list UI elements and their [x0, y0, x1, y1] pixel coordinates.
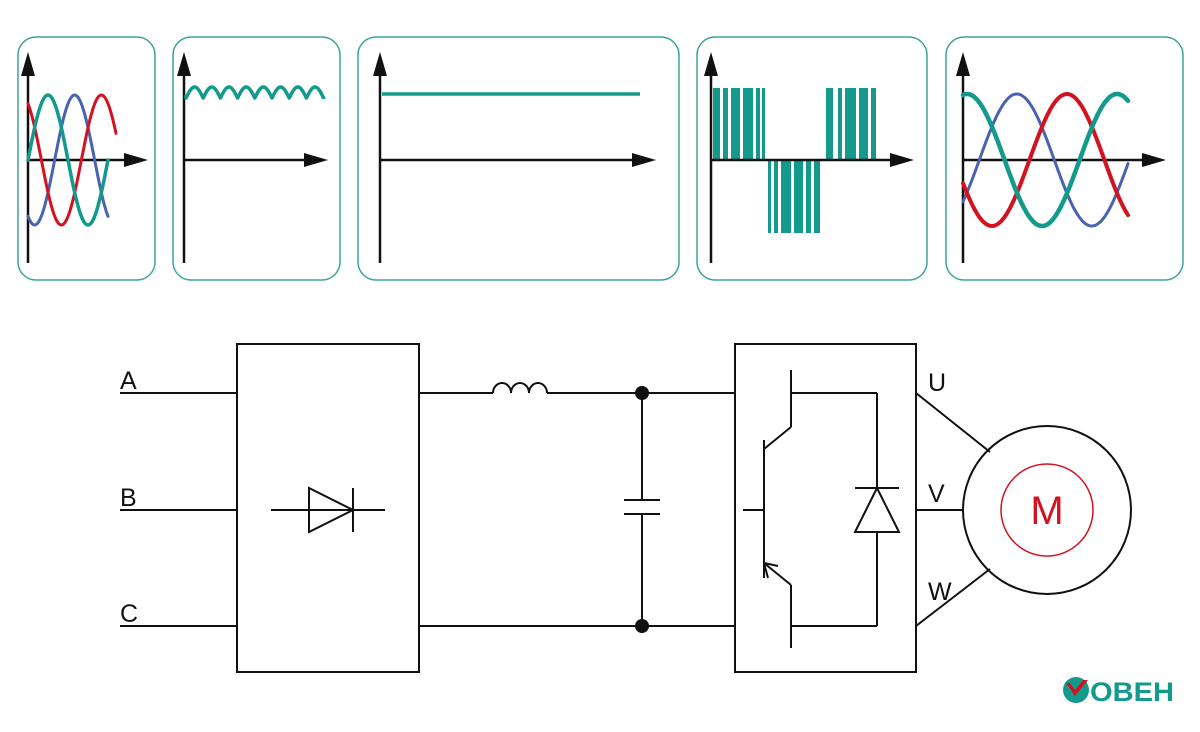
- output-wave-blue: [961, 92, 1130, 228]
- pwm-pulse-bar: [826, 88, 833, 160]
- pwm-pulse-bar: [806, 160, 811, 233]
- panel-dc-link: [357, 36, 680, 281]
- panel-frame: [945, 36, 1184, 281]
- input-label-c: C: [120, 600, 138, 628]
- motor-housing: [962, 425, 1132, 595]
- motor-label: M: [1030, 489, 1063, 533]
- panel-three-phase-output: [945, 36, 1184, 281]
- oven-logo: ОВЕН: [1063, 677, 1174, 707]
- panel-frame: [172, 36, 341, 281]
- x-axis-arrow: [304, 153, 328, 167]
- rectifier-frame: [236, 343, 420, 673]
- x-axis-arrow: [1142, 153, 1166, 167]
- input-label-b: B: [120, 484, 137, 512]
- y-axis-arrow: [177, 52, 191, 76]
- inverter-frame: [734, 343, 917, 673]
- motor-rotor-circle: [1000, 463, 1094, 557]
- ripple-wave: [184, 85, 326, 100]
- pwm-pulse-bar: [871, 88, 876, 160]
- output-wave-red: [961, 91, 1130, 229]
- pwm-pulse-bar: [713, 88, 720, 160]
- pwm-pulse-bar: [781, 160, 791, 233]
- igbt-collector-diag: [763, 426, 792, 450]
- output-line-w: [915, 568, 991, 627]
- igbt-emitter-arrow: [762, 561, 779, 579]
- freewheel-diode-symbol: [853, 485, 901, 533]
- pwm-pulse-bar: [838, 88, 842, 160]
- output-label-v: V: [928, 480, 945, 508]
- pwm-pulse-bar: [756, 88, 760, 160]
- pwm-pulse-bar: [859, 88, 868, 160]
- panel-frame: [357, 36, 680, 281]
- circuit-schematic: [120, 343, 1132, 673]
- pwm-pulse-bar: [794, 160, 803, 233]
- panel-frame: [696, 36, 928, 281]
- motor: [962, 425, 1132, 595]
- pwm-pulse-bar: [762, 88, 765, 160]
- pwm-pulse-bar: [774, 160, 778, 233]
- pwm-pulse-bars: [713, 88, 876, 233]
- x-axis-arrow: [632, 153, 656, 167]
- junction-dot-bottom: [635, 619, 649, 633]
- output-label-u: U: [928, 369, 946, 397]
- waveform-panels: [17, 36, 1184, 281]
- output-line-u: [915, 392, 991, 453]
- rectifier-block: [236, 343, 420, 673]
- phase-wave-red: [26, 93, 118, 227]
- rectifier-diode-symbol: [308, 486, 356, 534]
- pwm-pulse-bar: [845, 88, 856, 160]
- circuit-labels: A B C U V W M: [120, 367, 1064, 628]
- output-label-w: W: [928, 578, 952, 606]
- y-axis-arrow: [704, 52, 718, 76]
- panel-frame: [17, 36, 156, 281]
- y-axis-arrow: [373, 52, 387, 76]
- y-axis-arrow: [21, 52, 35, 76]
- inverter-block: [734, 343, 917, 673]
- phase-wave-teal: [26, 93, 110, 227]
- junction-dot-top: [635, 386, 649, 400]
- output-wave-teal: [960, 91, 1131, 229]
- pwm-pulse-bar: [814, 160, 820, 233]
- input-label-a: A: [120, 367, 137, 395]
- panel-three-phase-input: [17, 36, 156, 281]
- phase-wave-blue: [26, 93, 110, 227]
- y-axis-arrow: [956, 52, 970, 76]
- panel-pwm-output: [696, 36, 928, 281]
- pwm-pulse-bar: [743, 88, 753, 160]
- dc-link-capacitor: [624, 386, 660, 633]
- pwm-pulse-bar: [768, 160, 771, 233]
- pwm-pulse-bar: [723, 88, 728, 160]
- logo-check-mark: [1066, 680, 1088, 696]
- pwm-pulse-bar: [731, 88, 740, 160]
- x-axis-arrow: [890, 153, 914, 167]
- choke-inductor: [492, 382, 548, 394]
- logo-text: ОВЕН: [1090, 677, 1174, 707]
- x-axis-arrow: [124, 153, 148, 167]
- igbt-emitter-diag: [763, 562, 792, 586]
- panel-rectified-ripple: [172, 36, 341, 281]
